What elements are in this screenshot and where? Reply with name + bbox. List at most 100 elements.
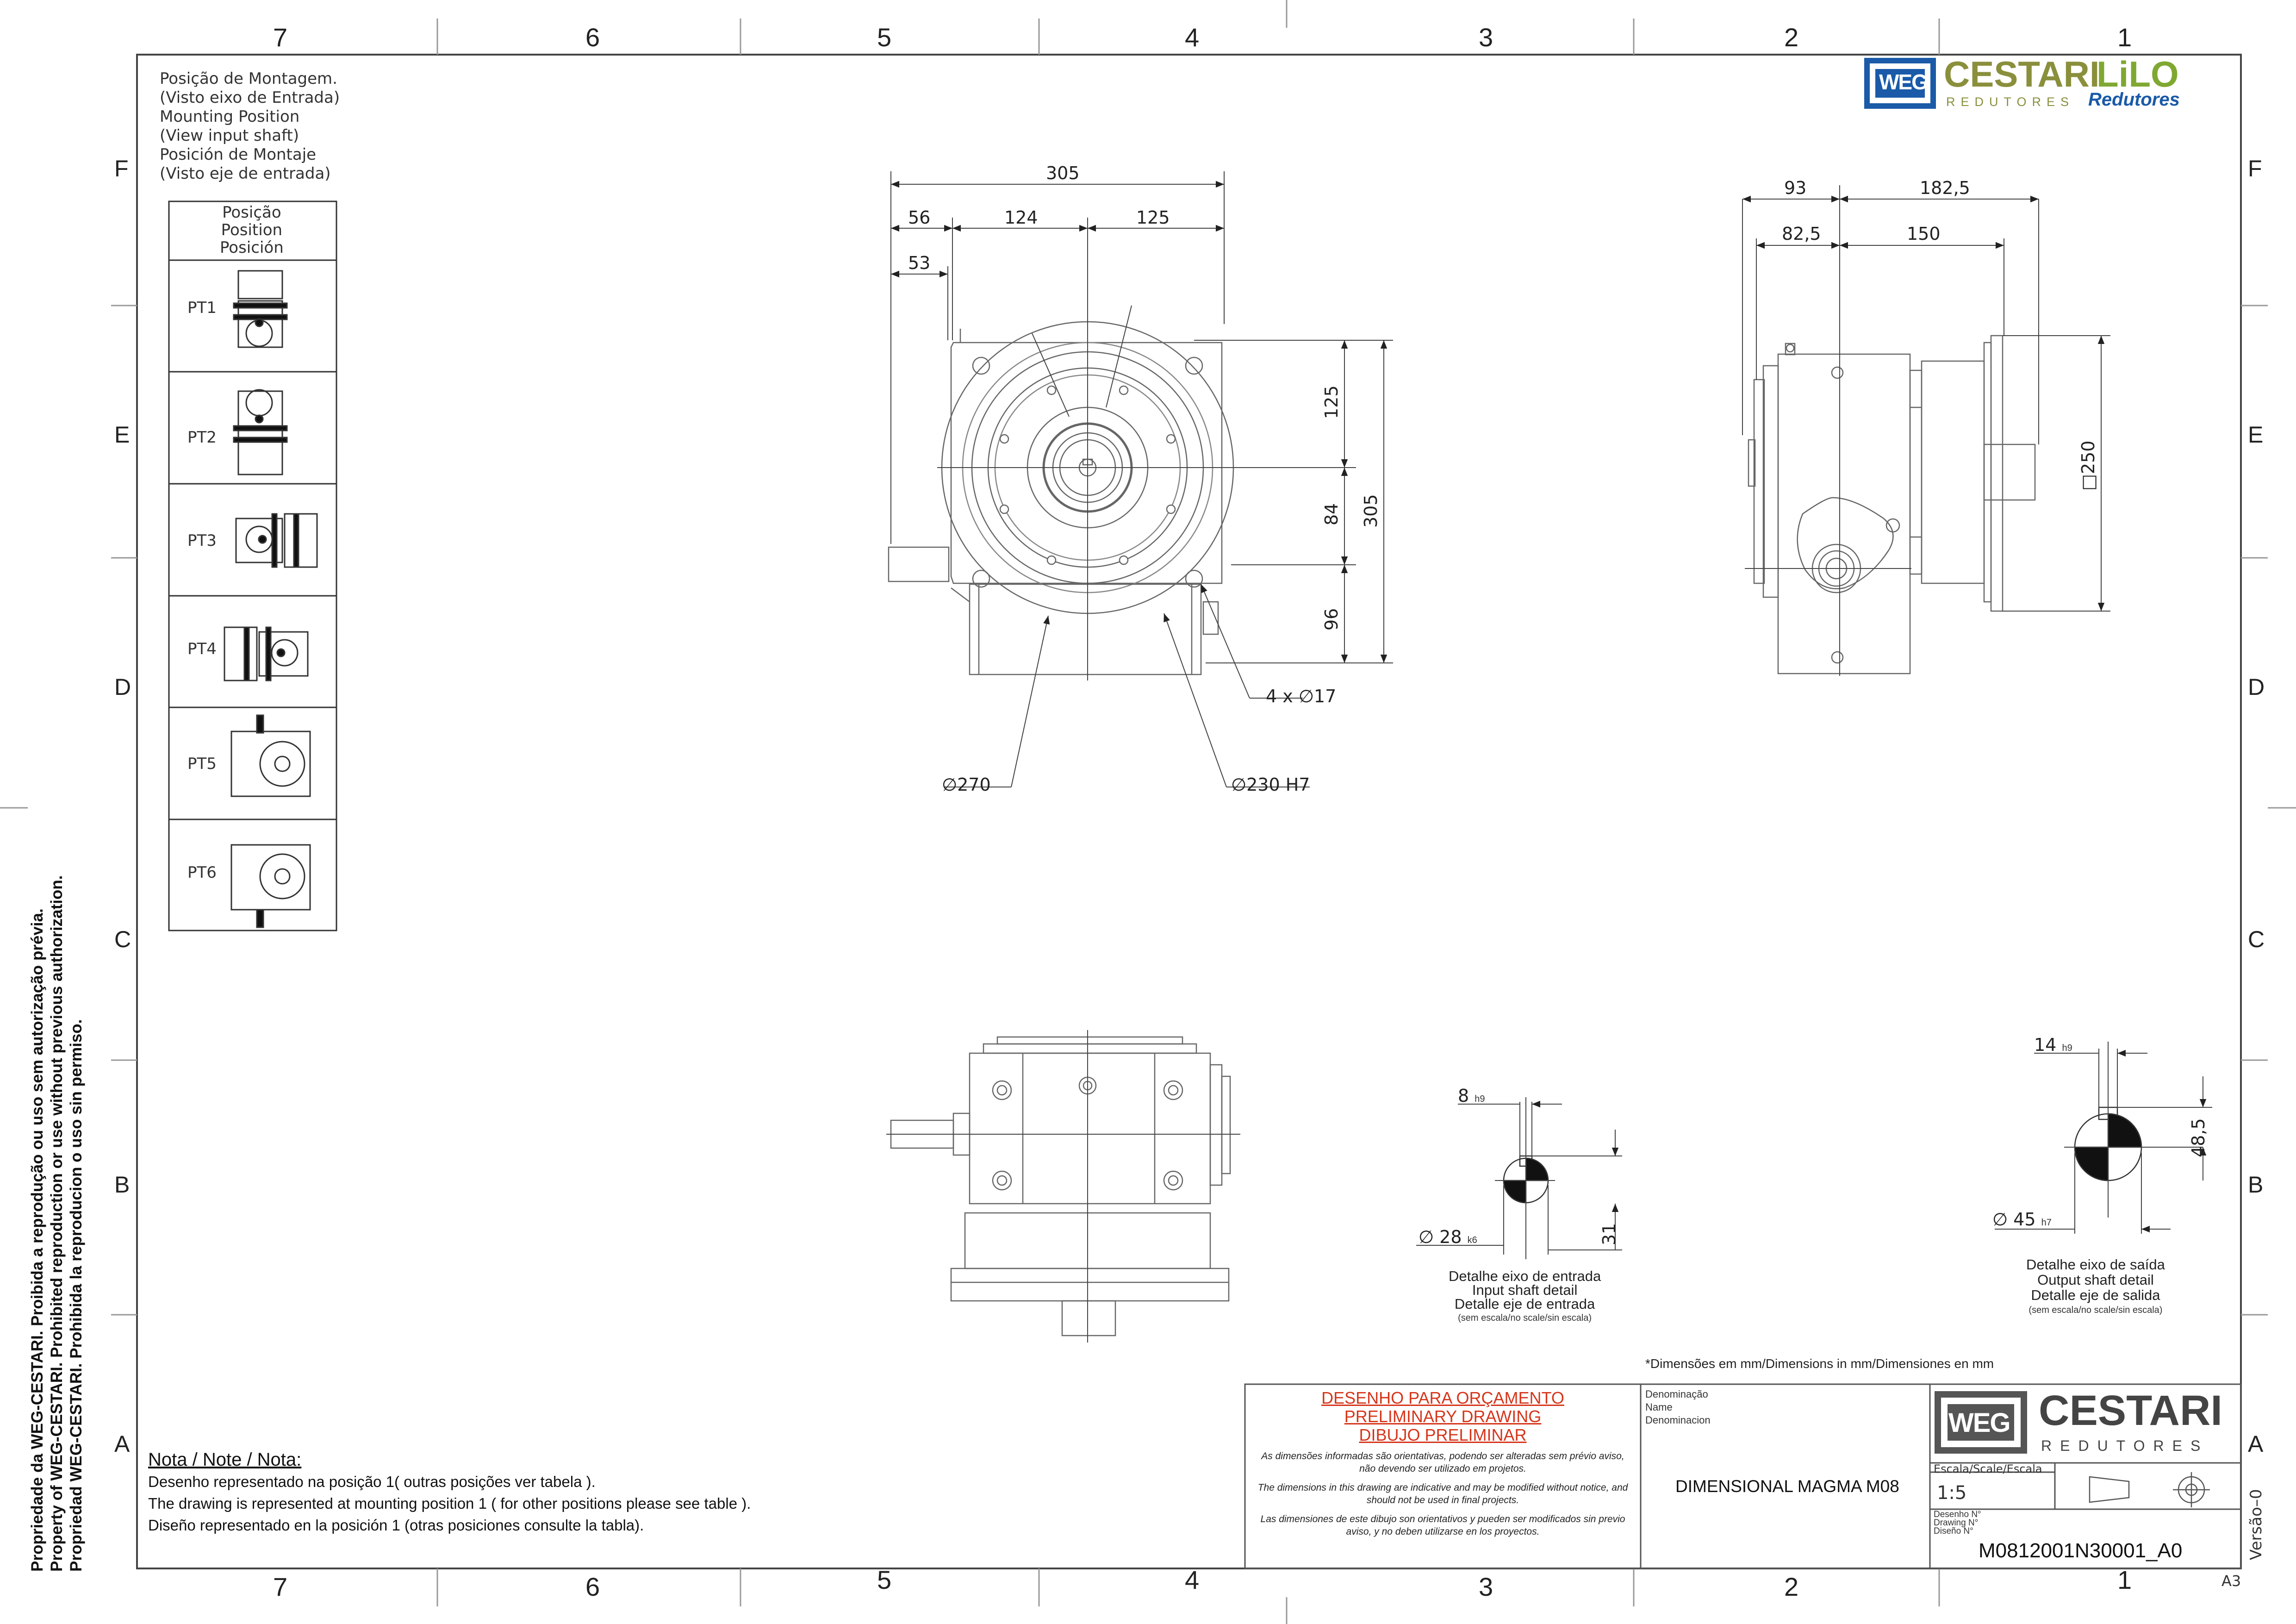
row-label-right: D: [2248, 674, 2265, 700]
drawing-number: M0812001N30001_A0: [1979, 1539, 2183, 1562]
col-label-bottom: 3: [1479, 1572, 1493, 1601]
output-key-width: 14 h9: [2034, 1035, 2072, 1055]
row-label-right: F: [2248, 156, 2262, 181]
col-label-top: 3: [1479, 23, 1493, 52]
row-label-right: E: [2248, 422, 2264, 448]
dim-side-d: 150: [1907, 224, 1941, 244]
cestari-brand: CESTARI: [1944, 54, 2100, 94]
output-key-height: 48,5: [2188, 1118, 2209, 1157]
units-note: *Dimensões em mm/Dimensions in mm/Dimens…: [1645, 1356, 1994, 1371]
col-label-top: 5: [877, 23, 892, 52]
mounting-heading-line: Posição de Montagem.: [160, 69, 337, 88]
position-label-pt5: PT5: [187, 755, 217, 773]
drawing-scale: 1:5: [1937, 1482, 1967, 1504]
row-label-left: A: [114, 1431, 130, 1457]
input-detail-caption: Detalhe eixo de entrada Input shaft deta…: [1449, 1268, 1601, 1323]
drawing-number-labels: Desenho N° Drawing N° Diseño N°: [1934, 1510, 1981, 1536]
mounting-heading-line: Mounting Position: [160, 107, 300, 126]
output-detail-caption: Detalhe eixo de saída Output shaft detai…: [2026, 1256, 2165, 1315]
position-label-pt6: PT6: [187, 863, 217, 882]
col-label-top: 1: [2117, 23, 2132, 52]
row-label-left: E: [114, 422, 130, 448]
dim-right-bottom: 96: [1321, 608, 1342, 631]
dim-holes: 4 x ∅17: [1266, 686, 1337, 706]
notes-block: Nota / Note / Nota: Desenho representado…: [148, 1449, 751, 1536]
col-label-bottom: 6: [585, 1572, 600, 1601]
row-label-left: F: [114, 156, 129, 181]
dim-right-top: 125: [1321, 385, 1342, 419]
notes-title: Nota / Note / Nota:: [148, 1449, 302, 1470]
col-label-bottom: 7: [273, 1572, 288, 1601]
output-shaft-diameter: ∅ 45 h7: [1992, 1209, 2052, 1230]
dim-side-a: 93: [1784, 178, 1807, 198]
col-label-bottom: 4: [1185, 1565, 1200, 1594]
property-notice-pt: Propriedade da WEG-CESTARI. Proibida a r…: [28, 908, 46, 1572]
col-label-bottom: 5: [877, 1565, 892, 1594]
row-label-left: B: [114, 1172, 130, 1198]
dim-side-b: 182,5: [1920, 178, 1970, 198]
disclaimer-block: As dimensões informadas são orientativas…: [1257, 1451, 1628, 1537]
input-key-width: 8 h9: [1458, 1086, 1485, 1106]
position-label-pt1: PT1: [187, 299, 217, 317]
dim-overall-width: 305: [1046, 163, 1080, 183]
dim-flange-square: □250: [2078, 440, 2098, 491]
row-label-right: B: [2248, 1172, 2264, 1198]
input-key-height: 31: [1599, 1223, 1619, 1245]
drawing-denomination: DIMENSIONAL MAGMA M08: [1675, 1477, 1899, 1496]
dim-pilot-diameter: ∅230 H7: [1231, 775, 1310, 795]
dim-shaft-offset: 53: [908, 253, 931, 273]
denomination-labels: Denominação Name Denominacion: [1645, 1388, 1711, 1426]
row-label-left: C: [114, 926, 131, 952]
weg-logo-top: [1864, 58, 1936, 109]
col-label-top: 2: [1784, 23, 1799, 52]
mounting-heading-line: Posición de Montaje: [160, 145, 317, 164]
property-notice-en: Property of WEG-CESTARI. Prohibited repr…: [48, 875, 66, 1572]
dim-left-offset: 56: [908, 207, 931, 228]
mounting-heading-line: (View input shaft): [160, 126, 299, 145]
dim-right: 125: [1136, 207, 1170, 228]
col-label-top: 4: [1185, 23, 1200, 52]
note-line: Diseño representado en la posición 1 (ot…: [148, 1517, 644, 1534]
weg-logo-title: [1935, 1391, 2027, 1454]
sheet-size: A3: [2221, 1572, 2241, 1590]
col-label-bottom: 2: [1784, 1572, 1799, 1601]
dim-mid: 124: [1004, 207, 1038, 228]
position-header-line: Posição: [222, 203, 281, 222]
dim-right-mid: 84: [1321, 503, 1342, 525]
position-label-pt2: PT2: [187, 428, 217, 447]
lilo-brand: LiLO: [2097, 54, 2179, 94]
scale-label: Escala/Scale/Escala: [1934, 1462, 2042, 1475]
redutores-title-brand: REDUTORES: [2041, 1437, 2209, 1454]
cestari-title-brand: CESTARI: [2039, 1387, 2222, 1434]
position-header-line: Posición: [220, 238, 284, 257]
mounting-heading: Posição de Montagem. (Visto eixo de Entr…: [160, 69, 340, 183]
input-shaft-diameter: ∅ 28 k6: [1419, 1227, 1477, 1247]
row-label-right: A: [2248, 1431, 2264, 1457]
lilo-sub-brand: Redutores: [2088, 89, 2180, 110]
preliminary-stamp: DESENHO PARA ORÇAMENTO PRELIMINARY DRAWI…: [1321, 1388, 1564, 1444]
row-label-left: D: [114, 674, 131, 700]
property-notice: Propriedade da WEG-CESTARI. Proibida a r…: [28, 875, 86, 1572]
col-label-top: 6: [585, 23, 600, 52]
col-label-top: 7: [273, 23, 288, 52]
dim-pitch-diameter: ∅270: [942, 775, 991, 795]
weg-logo-text: WEG: [1879, 70, 1928, 94]
property-notice-es: Propriedad WEG-CESTARI. Prohibida la rep…: [67, 1019, 85, 1572]
position-label-pt4: PT4: [187, 640, 217, 658]
note-line: Desenho representado na posição 1( outra…: [148, 1473, 596, 1490]
position-table-header: Posição Position Posición: [220, 204, 284, 256]
dim-side-c: 82,5: [1782, 224, 1821, 244]
note-line: The drawing is represented at mounting p…: [148, 1495, 751, 1512]
version-label: Versão–0: [2247, 1489, 2265, 1561]
position-header-line: Position: [221, 221, 283, 239]
row-label-right: C: [2248, 926, 2265, 952]
redutores-brand: REDUTORES: [1946, 95, 2075, 109]
mounting-heading-line: (Visto eje de entrada): [160, 164, 331, 183]
col-label-bottom: 1: [2117, 1565, 2132, 1594]
dim-overall-height: 305: [1361, 494, 1381, 528]
weg-logo-title-text: WEG: [1948, 1408, 2011, 1438]
position-label-pt3: PT3: [187, 531, 217, 550]
mounting-heading-line: (Visto eixo de Entrada): [160, 88, 340, 107]
